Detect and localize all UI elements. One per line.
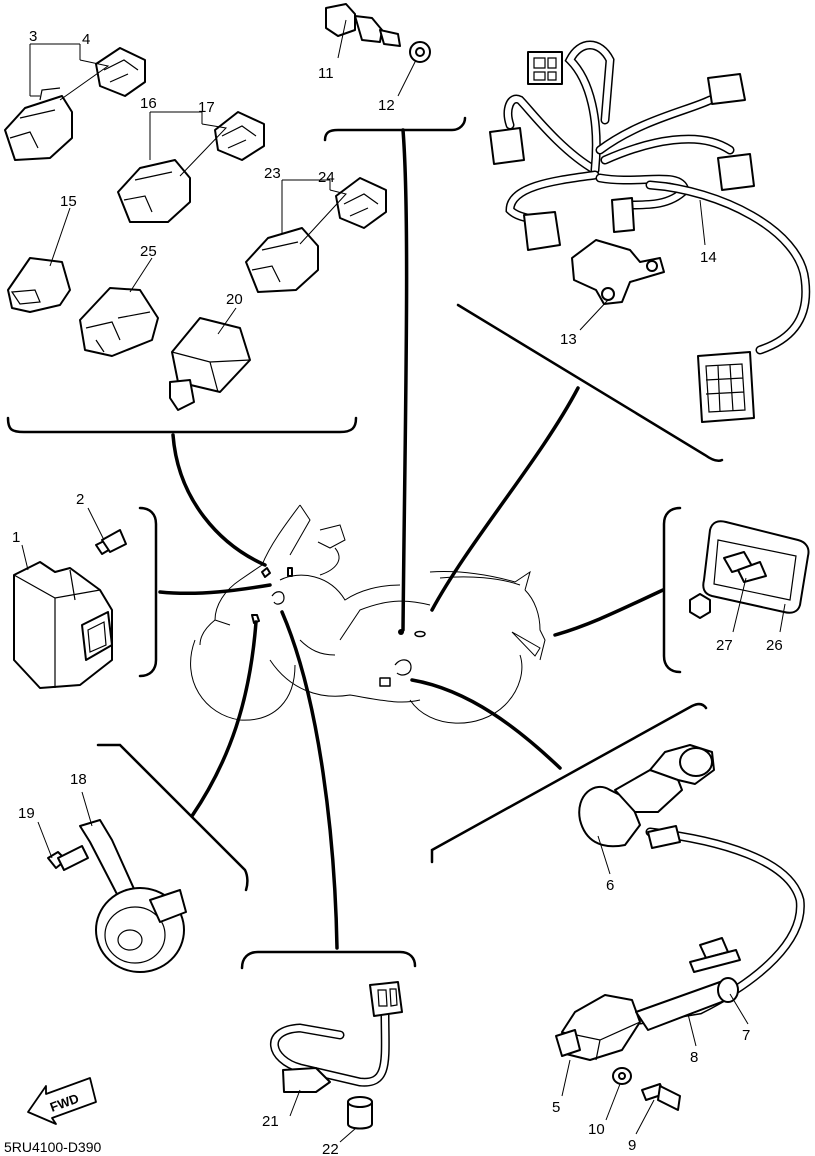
callout-3: 3 xyxy=(29,28,37,45)
callout-26: 26 xyxy=(766,637,783,654)
forward-arrow-icon: FWD xyxy=(27,1077,97,1125)
callout-24: 24 xyxy=(318,169,335,186)
callout-15: 15 xyxy=(60,193,77,210)
link-lines xyxy=(158,128,665,950)
horn-group xyxy=(47,819,187,973)
callout-18: 18 xyxy=(70,771,87,788)
callout-4: 4 xyxy=(82,31,90,48)
sensor-group xyxy=(325,3,431,63)
callout-23: 23 xyxy=(264,165,281,182)
callout-13: 13 xyxy=(560,331,577,348)
callout-22: 22 xyxy=(322,1141,339,1156)
ignition-coil-group xyxy=(555,744,805,1111)
callout-20: 20 xyxy=(226,291,243,308)
callout-19: 19 xyxy=(18,805,35,822)
connector-group xyxy=(4,47,387,411)
control-module-group xyxy=(13,529,127,689)
group-brackets xyxy=(6,116,724,970)
callout-17: 17 xyxy=(198,99,215,116)
callout-25: 25 xyxy=(140,243,157,260)
drawing-code: 5RU4100-D390 xyxy=(4,1139,101,1155)
callout-2: 2 xyxy=(76,491,84,508)
callout-12: 12 xyxy=(378,97,395,114)
motorcycle-outline xyxy=(190,504,546,724)
callout-11: 11 xyxy=(318,65,334,82)
callout-6: 6 xyxy=(606,877,614,894)
callout-21: 21 xyxy=(262,1113,279,1130)
leader-lines xyxy=(21,19,786,1143)
callout-8: 8 xyxy=(690,1049,698,1066)
callout-27: 27 xyxy=(716,637,733,654)
callout-labels: 1 2 3 4 5 6 7 8 9 10 11 12 13 14 15 16 1… xyxy=(12,28,783,1156)
callout-7: 7 xyxy=(742,1027,750,1044)
callout-14: 14 xyxy=(700,249,717,266)
callout-16: 16 xyxy=(140,95,157,112)
wire-harness-group xyxy=(489,40,811,423)
callout-10: 10 xyxy=(588,1121,605,1138)
callout-9: 9 xyxy=(628,1137,636,1154)
callout-1: 1 xyxy=(12,529,20,546)
grommet-group xyxy=(689,520,810,619)
callout-5: 5 xyxy=(552,1099,560,1116)
sensor-lead-group xyxy=(269,981,403,1130)
